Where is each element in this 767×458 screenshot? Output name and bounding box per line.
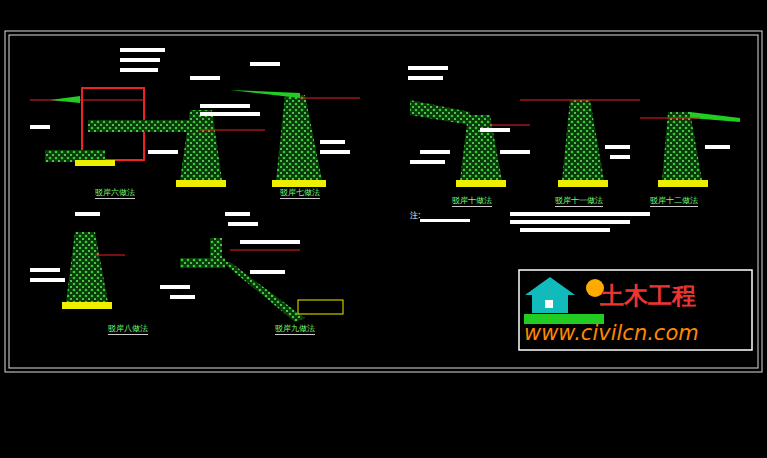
section-caption: 驳岸十做法 xyxy=(452,196,492,207)
logo-url: www.civilcn.com xyxy=(524,320,699,346)
section-caption: 驳岸十二做法 xyxy=(650,196,698,207)
section-caption: 驳岸六做法 xyxy=(95,188,135,199)
section-caption: 驳岸九做法 xyxy=(275,324,315,335)
section-caption: 驳岸十一做法 xyxy=(555,196,603,207)
logo-box: 土木工程www.civilcn.com xyxy=(600,282,699,346)
section-caption: 驳岸七做法 xyxy=(280,188,320,199)
logo-title: 土木工程 xyxy=(600,282,699,310)
section-caption: 驳岸八做法 xyxy=(108,324,148,335)
note-label: 注: xyxy=(410,211,421,221)
